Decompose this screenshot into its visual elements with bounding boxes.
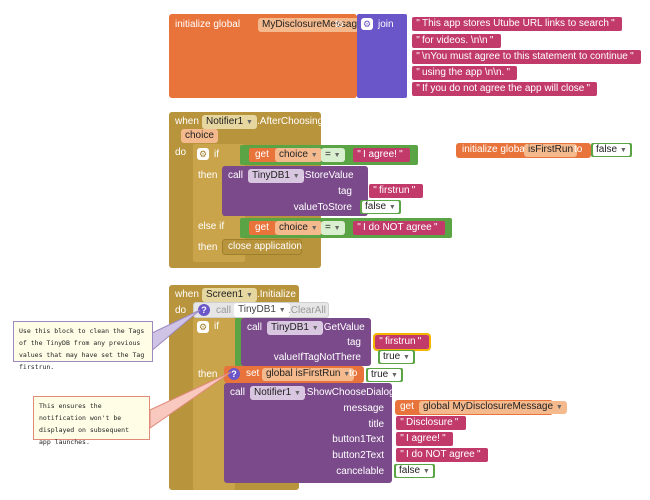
do-label: do: [175, 147, 187, 158]
init-keyword: initialize global: [175, 19, 241, 30]
compare-block-1[interactable]: get choice ▼ = ▼ "I agree!": [240, 145, 418, 165]
chevron-down-icon: ▼: [333, 225, 341, 232]
call-label: call: [228, 170, 244, 181]
chevron-down-icon: ▼: [292, 173, 300, 180]
get-global-message-block[interactable]: get global MyDisclosureMessage ▼: [395, 400, 567, 415]
chevron-down-icon: ▼: [388, 204, 396, 211]
value-to-store-label: valueToStore: [293, 202, 352, 213]
then-label: then: [198, 170, 218, 181]
var-name-field[interactable]: MyDisclosureMessage: [258, 18, 367, 32]
event-name: .AfterChoosing: [257, 116, 324, 127]
init-global-message-block[interactable]: initialize global MyDisclosureMessage to: [169, 14, 367, 98]
init-global-firstrun-block[interactable]: initialize global isFirstRun to: [456, 143, 591, 158]
bool-true-set[interactable]: true ▼: [366, 368, 403, 382]
chevron-down-icon: ▼: [333, 152, 341, 159]
chevron-down-icon: ▼: [278, 307, 286, 314]
string-3[interactable]: "\nYou must agree to this statement to c…: [412, 50, 641, 64]
then-label-2: then: [198, 242, 218, 253]
gear-icon[interactable]: ⚙: [197, 148, 209, 160]
var-dropdown-2[interactable]: choice ▼: [275, 221, 322, 235]
chevron-down-icon: ▼: [246, 119, 253, 126]
string-4[interactable]: "using the app \n\n.": [412, 66, 518, 80]
chevron-down-icon: ▼: [619, 147, 627, 154]
chevron-down-icon: ▼: [311, 325, 319, 332]
not-block[interactable]: [235, 318, 243, 366]
set-global-block[interactable]: ? set global isFirstRun ▼ to: [224, 366, 364, 383]
string-5[interactable]: "If you do not agree the app will close": [412, 82, 598, 96]
eq-operator-dropdown-2[interactable]: = ▼: [321, 221, 345, 235]
show-choose-dialog-block[interactable]: call Notifier1 ▼ .ShowChooseDialog messa…: [224, 383, 395, 483]
clear-all-call-block[interactable]: ? call TinyDB1 ▼ .ClearAll: [193, 302, 329, 318]
string-i-agree[interactable]: "I agree!": [353, 148, 410, 162]
chevron-down-icon: ▼: [343, 371, 351, 378]
string-firstrun[interactable]: "firstrun": [369, 184, 423, 198]
get-choice-block-2[interactable]: get choice ▼: [249, 221, 322, 235]
chevron-down-icon: ▼: [294, 390, 301, 397]
comment-clear-tags[interactable]: Use this block to clean the Tags of the …: [13, 321, 153, 371]
question-icon[interactable]: ?: [228, 368, 240, 380]
join-block[interactable]: ⚙ join: [357, 14, 407, 98]
close-application-block[interactable]: close application: [222, 239, 302, 255]
var-dropdown[interactable]: choice ▼: [275, 148, 322, 162]
tinydb-dropdown[interactable]: TinyDB1 ▼: [248, 169, 304, 183]
store-value-call-block[interactable]: call TinyDB1 ▼ .StoreValue tag valueToSt…: [222, 166, 368, 216]
set-var-dropdown[interactable]: global isFirstRun ▼: [262, 368, 355, 381]
gear-icon[interactable]: ⚙: [361, 18, 373, 30]
message-var-dropdown[interactable]: global MyDisclosureMessage ▼: [419, 401, 567, 414]
comment-pointer-notify: [149, 371, 232, 429]
gear-icon[interactable]: ⚙: [197, 321, 209, 333]
tinydb-dropdown-disabled[interactable]: TinyDB1 ▼: [234, 303, 290, 317]
chevron-down-icon: ▼: [310, 225, 318, 232]
chevron-down-icon: ▼: [422, 468, 430, 475]
tag-label: tag: [338, 186, 352, 197]
eq-operator-dropdown[interactable]: = ▼: [321, 148, 345, 162]
string-firstrun-2[interactable]: "firstrun": [373, 333, 431, 351]
chevron-down-icon: ▼: [310, 152, 318, 159]
question-icon[interactable]: ?: [198, 304, 210, 316]
screen-dropdown[interactable]: Screen1 ▼: [202, 288, 257, 302]
join-label: join: [378, 19, 394, 30]
when-label: when: [175, 116, 199, 127]
string-1[interactable]: "This app stores Utube URL links to sear…: [412, 17, 622, 31]
tinydb-dropdown-2[interactable]: TinyDB1 ▼: [267, 321, 323, 335]
get-value-call-block[interactable]: call TinyDB1 ▼ .GetValue tag valueIfTagN…: [241, 318, 371, 366]
component-dropdown[interactable]: Notifier1 ▼: [202, 115, 257, 129]
chevron-down-icon: ▼: [555, 404, 563, 411]
to-label: to: [335, 19, 344, 30]
var-name-text: MyDisclosureMessage: [262, 19, 363, 30]
chevron-down-icon: ▼: [403, 354, 410, 361]
bool-false-block[interactable]: false ▼: [360, 200, 401, 214]
param-choice[interactable]: choice: [181, 129, 218, 143]
compare-block-2[interactable]: get choice ▼ = ▼ "I do NOT agree": [240, 218, 452, 238]
bool-false-firstrun[interactable]: false ▼: [591, 143, 632, 157]
get-choice-block[interactable]: get choice ▼: [249, 148, 322, 162]
bool-true-block[interactable]: true ▼: [378, 350, 415, 364]
string-b1[interactable]: "I agree!": [396, 432, 453, 446]
string-i-do-not-agree[interactable]: "I do NOT agree": [353, 221, 445, 235]
comment-notification[interactable]: This ensures the notification won't be d…: [33, 396, 150, 446]
string-disclosure[interactable]: "Disclosure": [396, 416, 466, 430]
chevron-down-icon: ▼: [246, 292, 253, 299]
chevron-down-icon: ▼: [391, 372, 398, 379]
store-method: .StoreValue: [302, 170, 354, 181]
string-b2[interactable]: "I do NOT agree": [396, 448, 488, 462]
notifier-dropdown[interactable]: Notifier1 ▼: [250, 386, 305, 400]
bool-false-cancelable[interactable]: false ▼: [394, 464, 435, 478]
else-if-label: else if: [198, 221, 225, 232]
var-name-field-firstrun[interactable]: isFirstRun: [524, 144, 578, 157]
if-label: if: [214, 149, 219, 160]
string-2[interactable]: "for videos. \n\n": [412, 34, 501, 48]
comment-pointer-clear: [149, 309, 201, 354]
